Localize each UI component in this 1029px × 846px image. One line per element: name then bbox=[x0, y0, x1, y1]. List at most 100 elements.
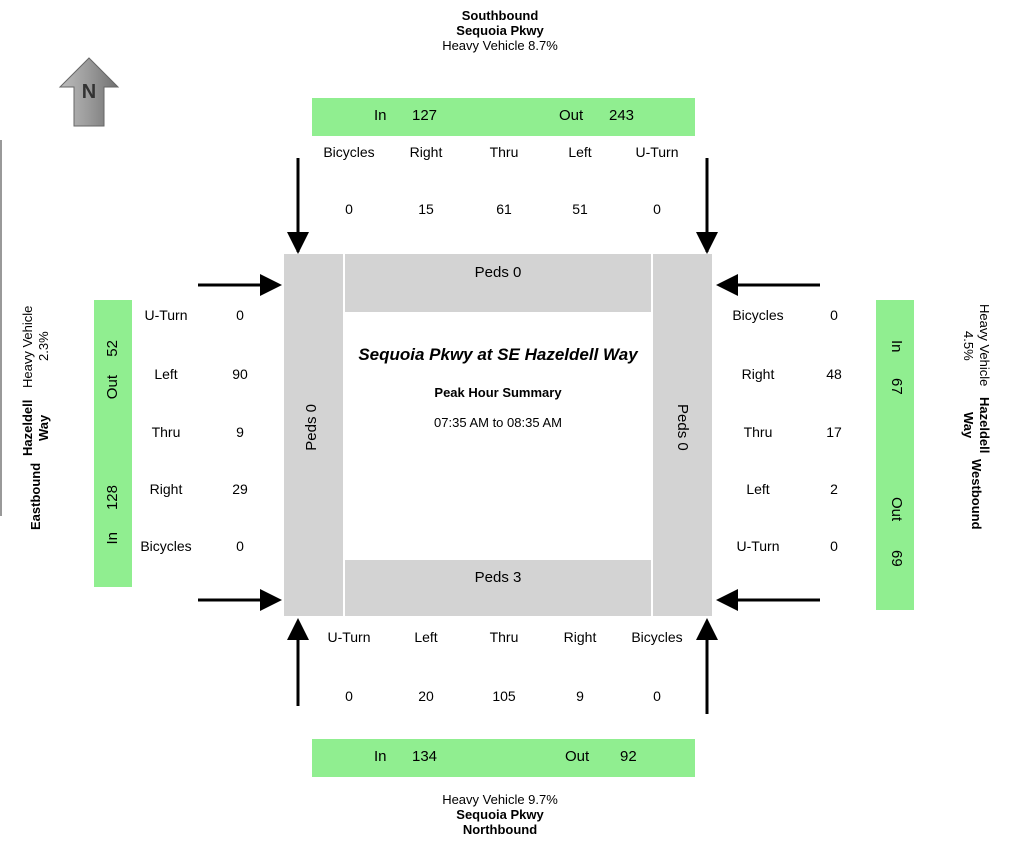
southbound-in-value: 127 bbox=[412, 107, 438, 124]
westbound-direction: Westbound bbox=[969, 459, 984, 530]
westbound-movement-value: 17 bbox=[826, 424, 842, 440]
north-arrow-icon: N bbox=[58, 57, 120, 127]
westbound-arrows bbox=[716, 274, 820, 611]
eastbound-movement-value: 0 bbox=[236, 307, 244, 323]
eastbound-header: Eastbound Hazeldell Way Heavy Vehicle 2.… bbox=[8, 300, 64, 530]
northbound-street: Sequoia Pkwy bbox=[456, 807, 544, 822]
ped-zone-west: Peds 0 bbox=[284, 254, 343, 616]
westbound-movement-value: 0 bbox=[830, 307, 838, 323]
eastbound-movement-label: Right bbox=[149, 481, 183, 497]
eastbound-movement-value: 29 bbox=[232, 481, 248, 497]
southbound-volume-bar: In 127 Out 243 bbox=[312, 98, 695, 136]
westbound-movement-label: Left bbox=[746, 481, 770, 497]
arrowhead-up-icon bbox=[696, 618, 718, 640]
eastbound-in-label: In bbox=[104, 532, 121, 545]
arrowhead-right-icon bbox=[260, 589, 282, 611]
ped-zone-east: Peds 0 bbox=[653, 254, 712, 616]
arrowhead-left-icon bbox=[716, 589, 738, 611]
arrowhead-right-icon bbox=[260, 274, 282, 296]
eastbound-movement-value: 9 bbox=[236, 424, 244, 440]
northbound-movement-value: 0 bbox=[345, 688, 353, 704]
northbound-volume-bar: In 134 Out 92 bbox=[312, 739, 695, 777]
northbound-movement-label: Thru bbox=[489, 629, 519, 645]
eastbound-heavy-vehicle: Heavy Vehicle 2.3% bbox=[20, 305, 51, 388]
northbound-heavy-vehicle: Heavy Vehicle 9.7% bbox=[442, 792, 558, 807]
summary-period: 07:35 AM to 08:35 AM bbox=[434, 415, 562, 430]
south-peds-label: Peds 3 bbox=[474, 569, 522, 586]
westbound-movement-value: 48 bbox=[826, 366, 842, 382]
arrowhead-down-icon bbox=[696, 232, 718, 254]
eastbound-arrows bbox=[198, 274, 282, 611]
eastbound-movement-value: 0 bbox=[236, 538, 244, 554]
summary-subtitle: Peak Hour Summary bbox=[434, 385, 562, 400]
southbound-heavy-vehicle: Heavy Vehicle 8.7% bbox=[442, 38, 558, 53]
southbound-in-label: In bbox=[374, 107, 387, 124]
southbound-out-value: 243 bbox=[609, 107, 635, 124]
eastbound-movement-label: Left bbox=[154, 366, 178, 382]
northbound-movement-label: Right bbox=[563, 629, 597, 645]
westbound-movement-label: Bicycles bbox=[732, 307, 784, 323]
southbound-movement-label: U-Turn bbox=[635, 144, 679, 160]
eastbound-street: Hazeldell Way bbox=[20, 399, 51, 457]
southbound-movement-label: Right bbox=[409, 144, 443, 160]
northbound-footer: Heavy Vehicle 9.7% Sequoia Pkwy Northbou… bbox=[380, 792, 620, 837]
eastbound-out-label: Out bbox=[104, 375, 121, 400]
westbound-movement-label: Thru bbox=[743, 424, 773, 440]
eastbound-movement-label: Bicycles bbox=[140, 538, 192, 554]
southbound-direction: Southbound bbox=[461, 8, 539, 23]
southbound-movement-value: 0 bbox=[653, 201, 661, 217]
southbound-movement-value: 15 bbox=[418, 201, 434, 217]
intersection-summary: Sequoia Pkwy at SE Hazeldell Way Peak Ho… bbox=[352, 345, 644, 430]
eastbound-volume-bar: 52 Out 128 In bbox=[94, 300, 132, 587]
left-edge-line bbox=[0, 140, 2, 516]
southbound-movement-value: 0 bbox=[345, 201, 353, 217]
westbound-movement-label: U-Turn bbox=[736, 538, 780, 554]
northbound-in-value: 134 bbox=[412, 748, 438, 765]
northbound-movement-value: 0 bbox=[653, 688, 661, 704]
southbound-movement-value: 61 bbox=[496, 201, 512, 217]
northbound-movement-value: 20 bbox=[418, 688, 434, 704]
westbound-out-value: 69 bbox=[888, 550, 905, 567]
northbound-direction: Northbound bbox=[462, 822, 538, 837]
northbound-movement-label: Bicycles bbox=[631, 629, 683, 645]
westbound-header: Heavy Vehicle 4.5% Hazeldell Way Westbou… bbox=[945, 300, 1007, 530]
westbound-heavy-vehicle: Heavy Vehicle 4.5% bbox=[961, 304, 992, 387]
westbound-in-label: In bbox=[888, 340, 905, 353]
southbound-header: Southbound Sequoia Pkwy Heavy Vehicle 8.… bbox=[380, 8, 620, 53]
ped-zone-south: Peds 3 bbox=[345, 560, 651, 616]
northbound-in-label: In bbox=[374, 748, 387, 765]
southbound-movement-label: Left bbox=[568, 144, 592, 160]
north-letter: N bbox=[82, 81, 96, 103]
ped-zone-north: Peds 0 bbox=[345, 254, 651, 312]
westbound-out-label: Out bbox=[888, 497, 905, 522]
eastbound-in-value: 128 bbox=[104, 485, 121, 511]
eastbound-direction: Eastbound bbox=[28, 462, 43, 530]
southbound-movement-label: Bicycles bbox=[323, 144, 375, 160]
arrowhead-down-icon bbox=[287, 232, 309, 254]
west-peds-label: Peds 0 bbox=[303, 404, 320, 451]
northbound-movement-value: 105 bbox=[492, 688, 516, 704]
north-peds-label: Peds 0 bbox=[474, 264, 522, 281]
intersection-title: Sequoia Pkwy at SE Hazeldell Way bbox=[358, 345, 638, 364]
northbound-movement-label: Left bbox=[414, 629, 438, 645]
southbound-movement-value: 51 bbox=[572, 201, 588, 217]
arrowhead-left-icon bbox=[716, 274, 738, 296]
northbound-out-label: Out bbox=[565, 748, 590, 765]
southbound-street: Sequoia Pkwy bbox=[456, 23, 544, 38]
westbound-street: Hazeldell Way bbox=[961, 397, 992, 454]
westbound-movement-value: 0 bbox=[830, 538, 838, 554]
westbound-in-value: 67 bbox=[888, 378, 905, 395]
eastbound-movement-label: U-Turn bbox=[144, 307, 188, 323]
westbound-volume-bar: In 67 Out 69 bbox=[876, 300, 914, 610]
southbound-movement-label: Thru bbox=[489, 144, 519, 160]
eastbound-movement-label: Thru bbox=[151, 424, 181, 440]
westbound-movement-value: 2 bbox=[830, 481, 838, 497]
eastbound-out-value: 52 bbox=[104, 340, 121, 357]
westbound-movement-label: Right bbox=[741, 366, 775, 382]
arrowhead-up-icon bbox=[287, 618, 309, 640]
northbound-movement-label: U-Turn bbox=[327, 629, 371, 645]
northbound-movement-value: 9 bbox=[576, 688, 584, 704]
eastbound-movement-value: 90 bbox=[232, 366, 248, 382]
northbound-out-value: 92 bbox=[620, 748, 637, 765]
east-peds-label: Peds 0 bbox=[674, 404, 691, 451]
